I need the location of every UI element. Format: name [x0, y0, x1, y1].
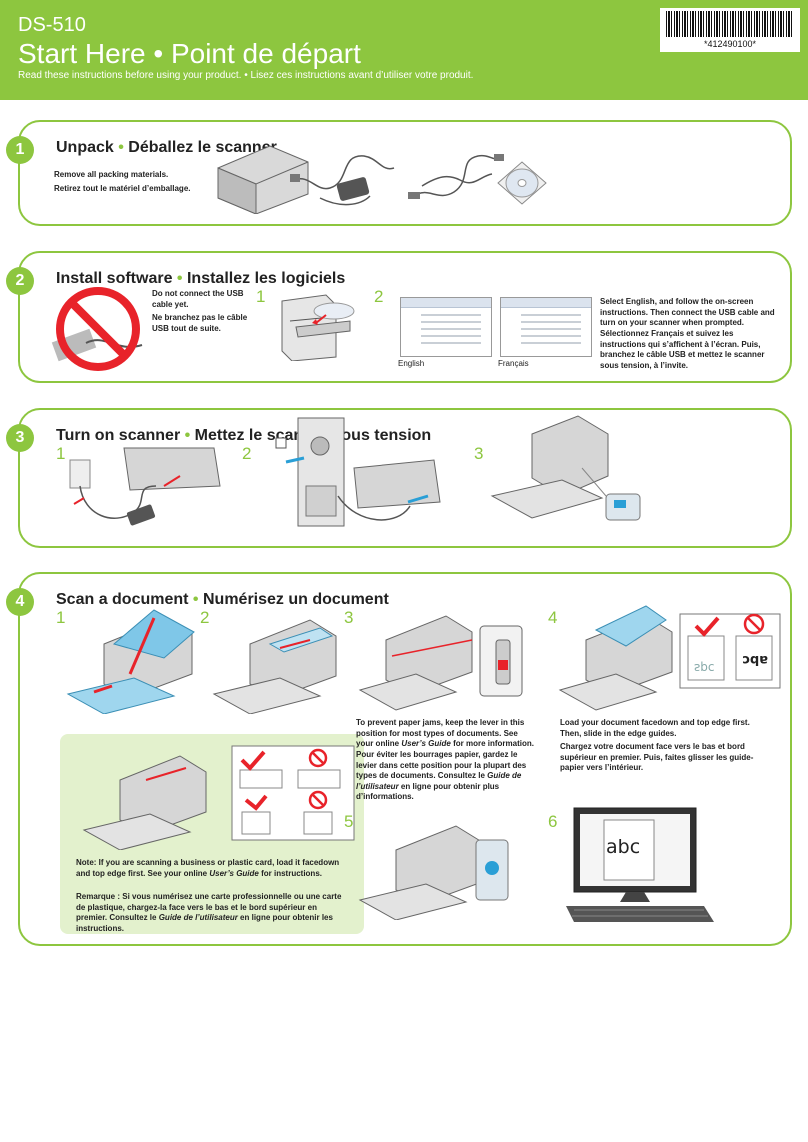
- card-note-box: Note: If you are scanning a business or …: [60, 734, 364, 934]
- load-text-en: Load your document facedown and top edge…: [560, 718, 750, 738]
- section-title: Scan a document • Numérisez un document: [56, 591, 389, 609]
- section-unpack: 1 Unpack • Déballez le scanner Remove al…: [6, 120, 792, 226]
- load-text-fr: Chargez votre document face vers le bas …: [560, 742, 754, 772]
- warn-text-en: Do not connect the USB cable yet.: [152, 289, 244, 309]
- lever-en-2: for more information.: [450, 739, 534, 748]
- unpack-text-fr: Retirez tout le matériel d’emballage.: [54, 184, 191, 193]
- note-fr: Remarque : Si vous numérisez une carte p…: [76, 892, 350, 934]
- power-adapter-illustration: [290, 155, 395, 206]
- page-subtitle: Read these instructions before using you…: [18, 70, 474, 81]
- title-en: Install software: [56, 270, 173, 287]
- connect-usb-illustration: [275, 417, 441, 527]
- barcode-number: *412490100*: [703, 39, 757, 49]
- doc-facedown-text: spc: [694, 661, 714, 675]
- lever-fr-2: en ligne pour obtenir plus d’information…: [356, 781, 500, 802]
- doc-facedup-text: abc: [742, 652, 768, 667]
- load-document-illustration: spc abc: [558, 605, 781, 711]
- insert-cd-computer-illustration: [281, 294, 355, 361]
- step-number: 1: [56, 444, 66, 463]
- title-fr: Déballez le scanner: [128, 139, 277, 156]
- note-fr-2: en ligne pour obtenir les instructions.: [76, 913, 333, 933]
- instr-en-post: , and follow the on-screen instructions.…: [600, 297, 775, 327]
- lever-text-en: To prevent paper jams, keep the lever in…: [356, 718, 536, 750]
- barcode-bars: [666, 11, 794, 37]
- install-instructions-en: Select English, and follow the on-screen…: [600, 297, 780, 329]
- usb-cable-illustration: [408, 154, 504, 199]
- note-en: Note: If you are scanning a business or …: [76, 858, 350, 879]
- extend-output-tray-illustration: [212, 619, 337, 714]
- step-number: 3: [474, 444, 484, 463]
- instr-en-bold: English: [625, 297, 655, 306]
- monitor-document-text: abc: [606, 836, 641, 858]
- power-button-illustration: [490, 415, 641, 521]
- header-banner: DS-510 Start Here • Point de départ Read…: [0, 0, 808, 100]
- title-separator: •: [180, 427, 195, 444]
- lever-fr-1: Pour éviter les bourrages papier, gardez…: [356, 750, 527, 780]
- software-cd-illustration: [497, 161, 547, 205]
- section-number: 4: [6, 588, 34, 616]
- connect-power-illustration: [69, 447, 221, 526]
- lever-en-italic: User’s Guide: [401, 739, 451, 748]
- step-number: 6: [548, 812, 558, 831]
- press-start-illustration: [358, 825, 509, 920]
- no-usb-warning-icon: [51, 287, 143, 371]
- scanner-illustration: [217, 145, 309, 214]
- instr-fr-bold: Français: [651, 329, 685, 338]
- section-title: Install software • Installez les logicie…: [56, 270, 345, 288]
- section-install-software: 2 Install software • Installez les logic…: [6, 251, 792, 383]
- step-number: 2: [200, 608, 210, 627]
- installer-screen-english: [400, 297, 492, 357]
- title-separator: •: [113, 139, 129, 156]
- model-name: DS-510: [18, 14, 86, 36]
- scanned-image-monitor-illustration: [566, 807, 714, 922]
- caption-english: English: [398, 359, 425, 368]
- note-en-italic: User’s Guide: [209, 868, 259, 878]
- open-input-tray-illustration: [66, 609, 195, 714]
- step-number: 5: [344, 812, 354, 831]
- section-number: 2: [6, 267, 34, 295]
- step-number: 2: [242, 444, 252, 463]
- instr-fr-pre: Sélectionnez: [600, 329, 652, 338]
- step-number: 4: [548, 608, 558, 627]
- step-number: 1: [56, 608, 66, 627]
- title-separator: •: [172, 270, 187, 287]
- warn-text-fr: Ne branchez pas le câble USB tout de sui…: [152, 313, 248, 333]
- lever-fr-italic: Guide de l’utilisateur: [356, 771, 522, 791]
- lever-text-fr: Pour éviter les bourrages papier, gardez…: [356, 750, 536, 803]
- title-fr: Installez les logiciels: [186, 270, 346, 287]
- caption-french: Français: [498, 359, 529, 368]
- section-turn-on: 3 Turn on scanner • Mettez le scanner so…: [6, 408, 792, 548]
- title-separator: •: [188, 591, 203, 608]
- note-fr-italic: Guide de l’utilisateur: [158, 913, 238, 922]
- section-number: 1: [6, 136, 34, 164]
- section-title: Unpack • Déballez le scanner: [56, 139, 277, 157]
- step-number: 3: [344, 608, 354, 627]
- install-instructions-fr: Sélectionnez Français et suivez les inst…: [600, 329, 780, 371]
- title-en: Unpack: [56, 139, 114, 156]
- lever-position-illustration: [358, 615, 523, 711]
- installer-screen-french: [500, 297, 592, 357]
- note-en-2: for instructions.: [258, 868, 322, 878]
- remarque-label: Remarque :: [76, 892, 121, 901]
- instr-en-pre: Select: [600, 297, 626, 306]
- note-label: Note:: [76, 858, 97, 867]
- lever-en-1: To prevent paper jams, keep the lever in…: [356, 718, 525, 748]
- step-number: 2: [374, 287, 384, 306]
- title-en: Turn on scanner: [56, 427, 181, 444]
- note-en-1: If you are scanning a business or plasti…: [76, 858, 340, 878]
- title-en: Scan a document: [56, 591, 189, 608]
- page-title: Start Here • Point de départ: [18, 38, 361, 69]
- step-number: 1: [256, 287, 266, 306]
- business-card-illustration: [82, 745, 355, 850]
- title-fr: Numérisez un document: [202, 591, 389, 608]
- section-number: 3: [6, 424, 34, 452]
- unpack-text-en: Remove all packing materials.: [54, 170, 169, 179]
- section-scan-document: 4 Scan a document • Numérisez un documen…: [6, 572, 792, 946]
- barcode: *412490100*: [660, 8, 800, 52]
- note-fr-1: Si vous numérisez une carte professionne…: [76, 892, 342, 922]
- instr-fr-post: et suivez les instructions qui s’affiche…: [600, 329, 765, 370]
